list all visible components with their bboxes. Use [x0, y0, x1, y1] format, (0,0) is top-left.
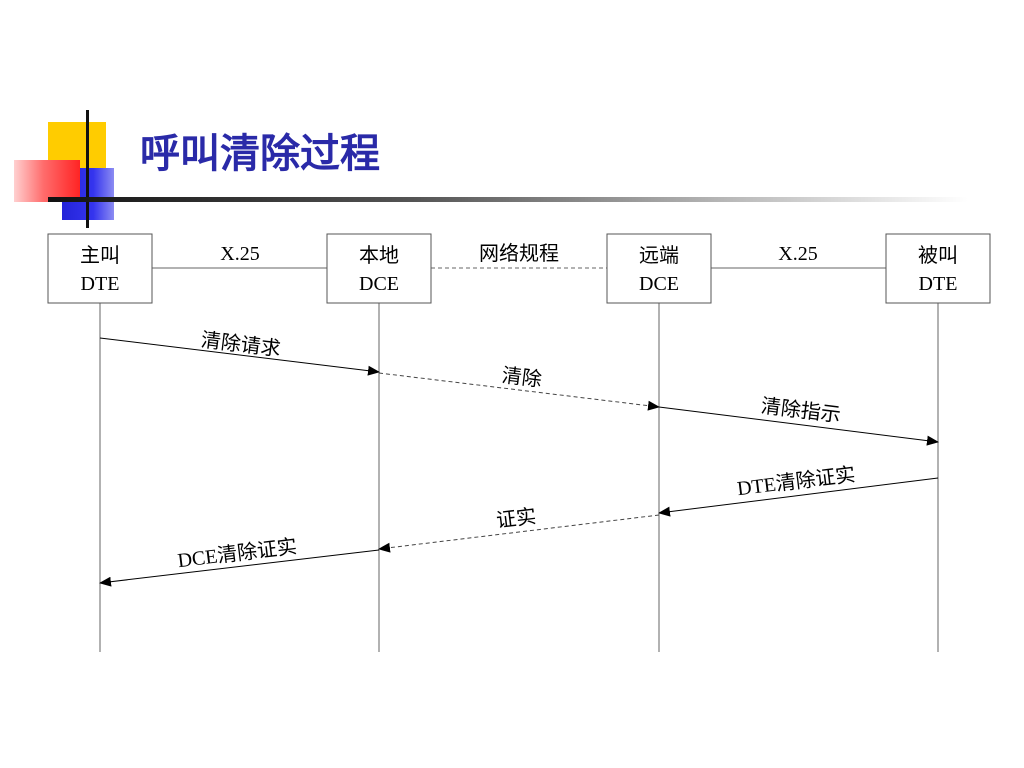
title-underline	[48, 197, 968, 202]
entity-remote-dce: 远端 DCE	[606, 233, 712, 304]
decor-red-square	[14, 160, 80, 202]
message-label-2: 清除指示	[760, 394, 842, 427]
link-label-2: X.25	[778, 243, 817, 265]
message-arrow-0	[99, 337, 380, 376]
message-arrow-3	[658, 477, 939, 517]
entity-line2: DCE	[359, 273, 399, 295]
entity-line1: 本地	[359, 244, 399, 267]
page-title: 呼叫清除过程	[140, 131, 380, 177]
message-arrow-2	[658, 406, 939, 446]
message-arrow-1	[378, 372, 660, 411]
link-label-0: X.25	[220, 243, 259, 265]
message-label-4: 证实	[495, 505, 538, 533]
message-label-1: 清除	[501, 364, 544, 392]
message-label-3: DTE清除证实	[736, 463, 857, 500]
entity-line2: DTE	[919, 273, 958, 295]
message-label-0: 清除请求	[200, 328, 282, 361]
entity-line2: DCE	[639, 273, 679, 295]
message-arrow-5	[99, 549, 380, 587]
entity-line2: DTE	[81, 273, 120, 295]
entity-caller-dte: 主叫 DTE	[47, 233, 153, 304]
decor-vertical-rule	[86, 110, 89, 228]
link-label-1: 网络规程	[479, 242, 559, 265]
entity-callee-dte: 被叫 DTE	[885, 233, 991, 304]
entity-line1: 被叫	[918, 244, 958, 267]
message-arrow-4	[378, 514, 660, 553]
entity-line1: 主叫	[80, 244, 120, 267]
entity-local-dce: 本地 DCE	[326, 233, 432, 304]
entity-line1: 远端	[639, 244, 679, 267]
